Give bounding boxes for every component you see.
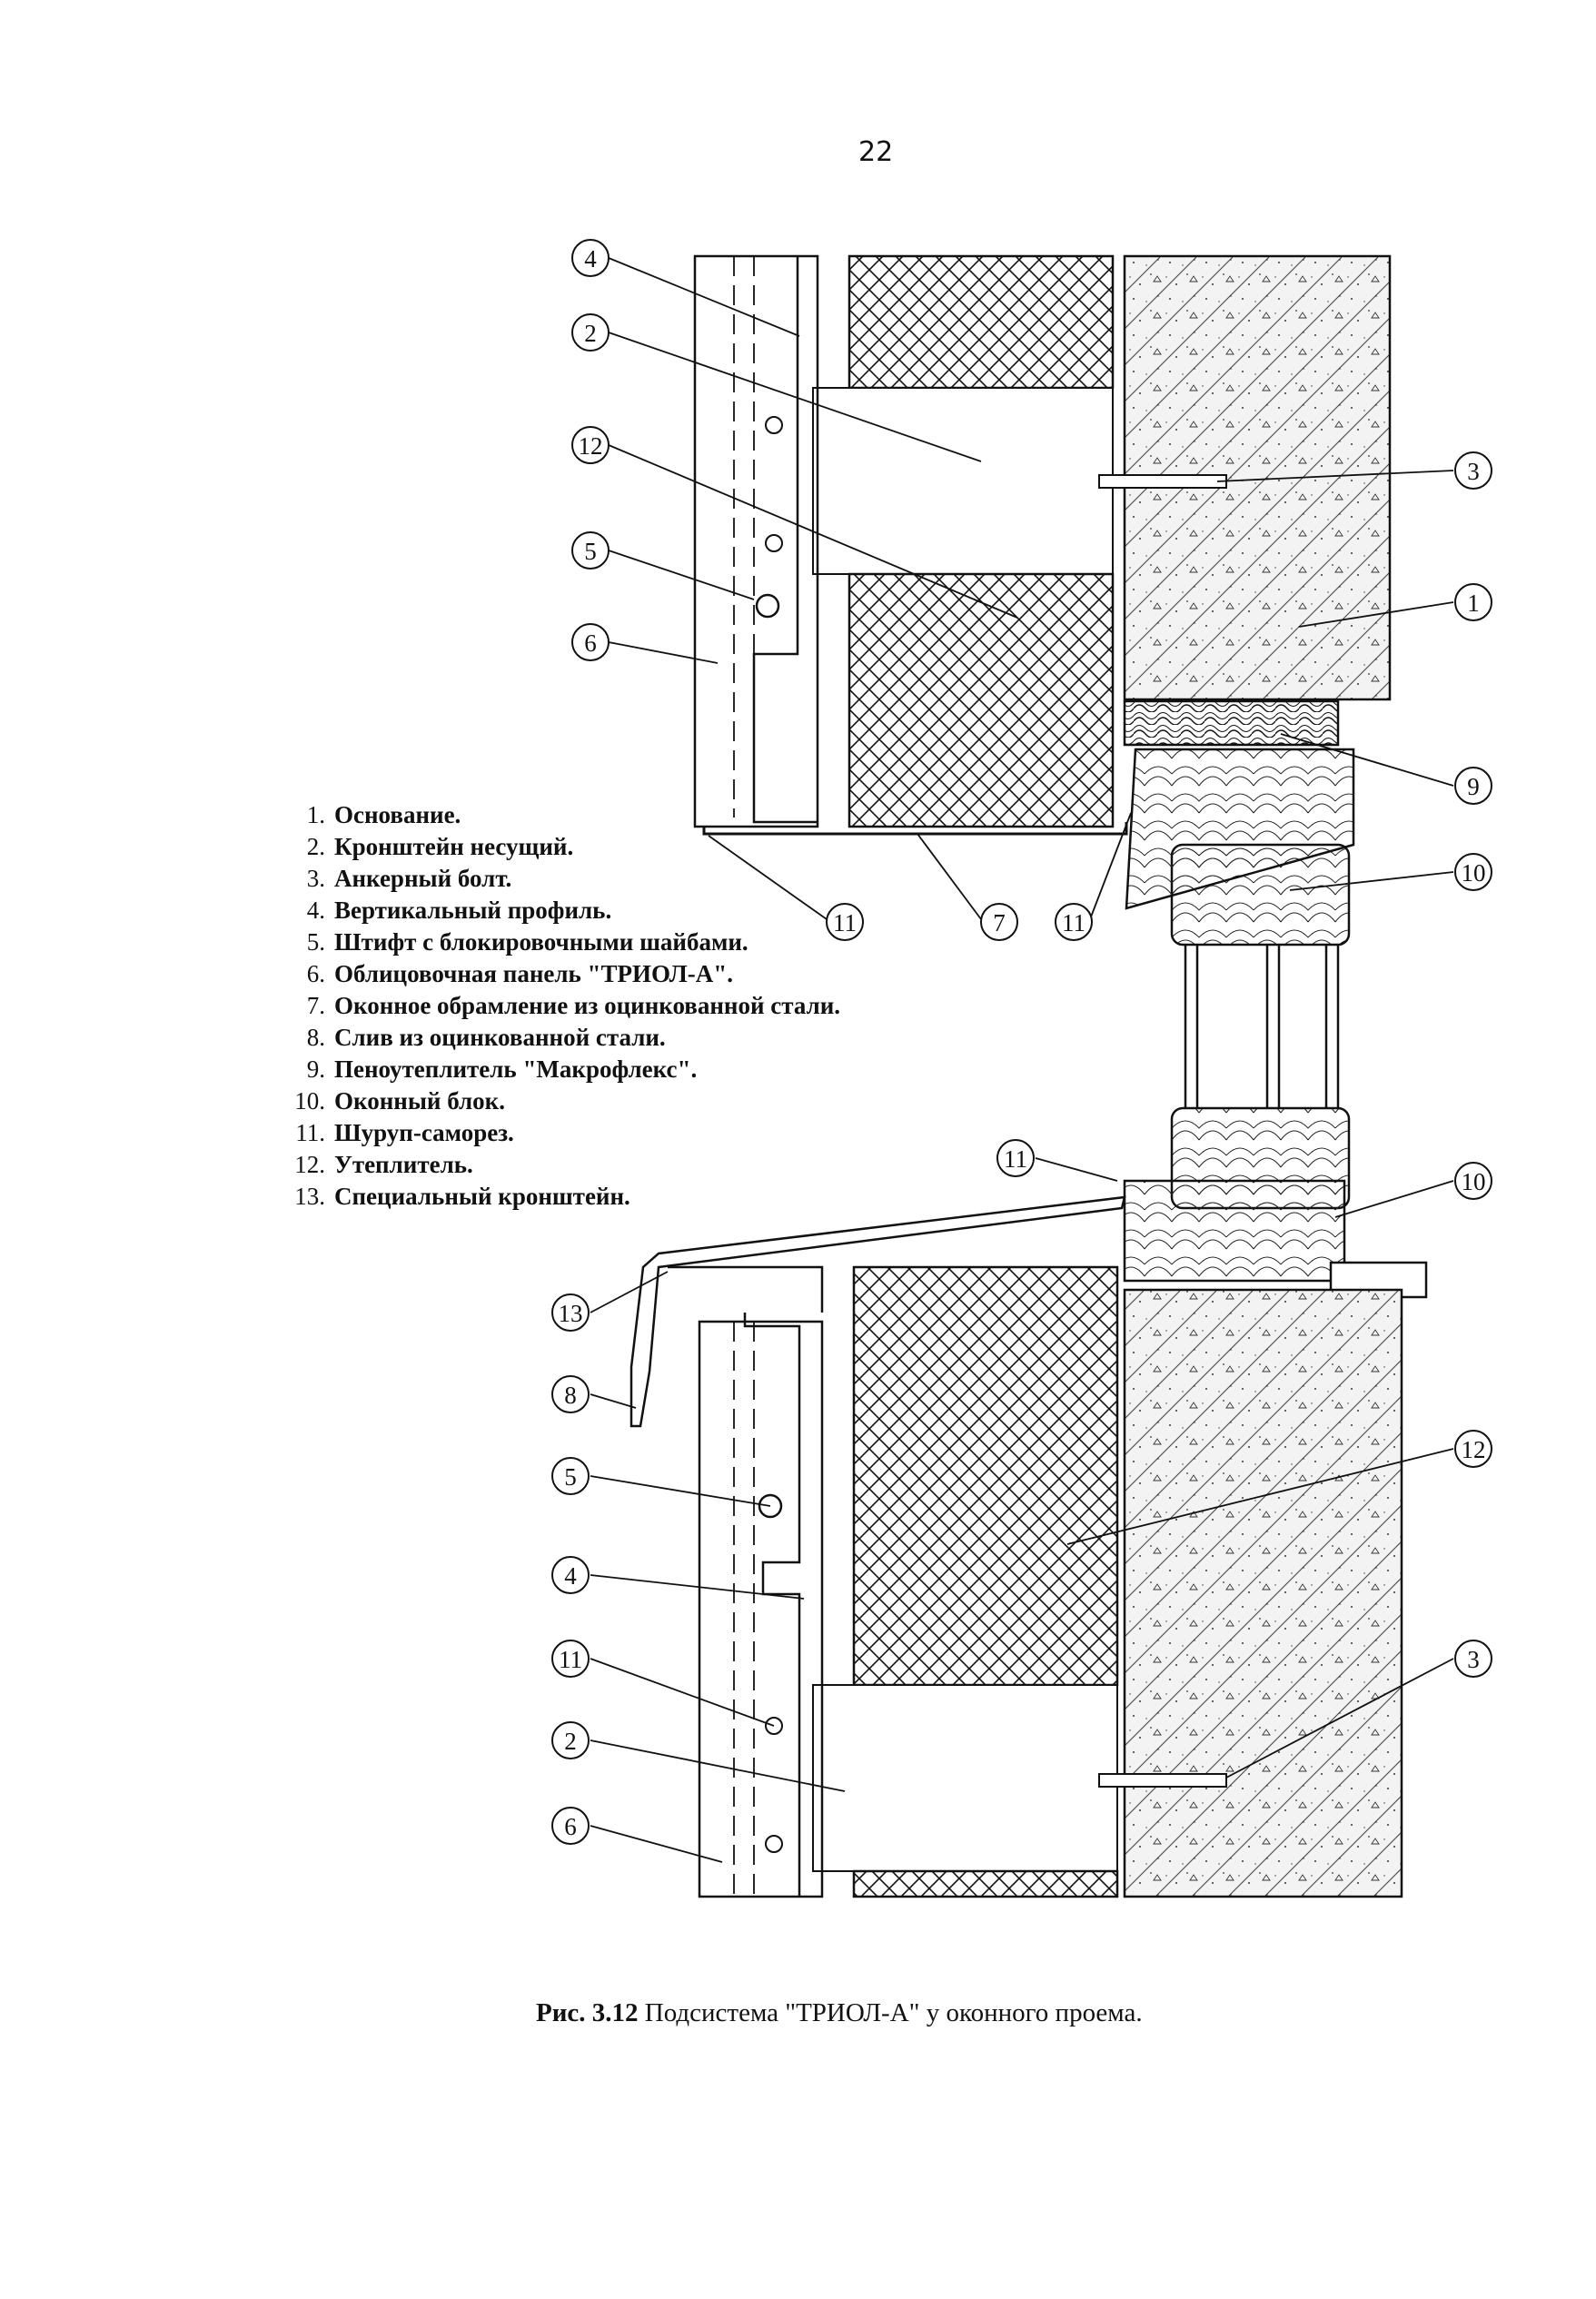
callout-6-lower-num: 6 (564, 1813, 577, 1840)
leader-lines (590, 257, 1454, 1863)
glazing (1184, 945, 1340, 1108)
callouts: 4 2 12 5 6 3 1 9 10 11 7 11 11 10 13 8 1… (551, 239, 1492, 1845)
page-number: 22 (858, 136, 894, 168)
callout-5-lower-num: 5 (564, 1463, 577, 1491)
callout-3-upper-num: 3 (1467, 458, 1480, 485)
concrete-base-lower (1123, 1288, 1403, 1898)
legend-item: 7.Оконное обрамление из оцинкованной ста… (306, 992, 841, 1019)
window-frame-upper (1125, 748, 1355, 910)
callout-11-c: 11 (996, 1139, 1035, 1177)
insulation-lower (852, 1265, 1119, 1687)
callout-6-upper-num: 6 (584, 629, 597, 657)
callout-5-upper-num: 5 (584, 538, 597, 565)
callout-11-b-num: 11 (1062, 909, 1085, 936)
callout-11-b: 11 (1055, 903, 1093, 941)
callout-2-lower: 2 (551, 1721, 590, 1759)
callout-2-lower-num: 2 (564, 1728, 577, 1755)
pin-upper (755, 593, 780, 619)
callout-10-lower: 10 (1454, 1162, 1492, 1200)
callout-9: 9 (1454, 767, 1492, 805)
callout-7: 7 (980, 903, 1018, 941)
window-frame-lower (1123, 1179, 1346, 1283)
bracket-void-lower (812, 1684, 1118, 1872)
pin-washer-upper-2 (765, 534, 783, 552)
callout-6-lower: 6 (551, 1807, 590, 1845)
callout-12-upper-num: 12 (579, 432, 603, 460)
callout-3-lower-num: 3 (1467, 1646, 1480, 1673)
callout-10-upper-num: 10 (1462, 859, 1486, 887)
callout-4-upper: 4 (571, 239, 610, 277)
special-bracket (668, 1265, 824, 1313)
legend-item: 5.Штифт с блокировочными шайбами. (306, 928, 748, 956)
callout-11-a: 11 (826, 903, 864, 941)
callout-9-num: 9 (1467, 773, 1480, 800)
caption-text: Подсистема "ТРИОЛ-А" у оконного проема. (644, 1998, 1143, 2027)
upper-section (693, 254, 1392, 946)
callout-5-upper: 5 (571, 531, 610, 570)
figure-caption: Рис. 3.12 Подсистема "ТРИОЛ-А" у оконног… (536, 1998, 1143, 2028)
callout-5-lower: 5 (551, 1457, 590, 1495)
callout-8-num: 8 (564, 1382, 577, 1409)
legend-item: 1.Основание. (306, 801, 461, 828)
legend-item: 13.Специальный кронштейн. (294, 1183, 630, 1210)
callout-3-upper: 3 (1454, 451, 1492, 490)
callout-10-lower-num: 10 (1462, 1168, 1486, 1195)
legend: 1.Основание. 2.Кронштейн несущий. 3.Анке… (273, 799, 840, 1213)
insulation-lower-strip (852, 1869, 1119, 1898)
callout-1-num: 1 (1467, 590, 1480, 617)
window-frame-flashing (702, 822, 1128, 836)
anchor-bolt-lower (1098, 1773, 1227, 1788)
callout-12-lower: 12 (1454, 1430, 1492, 1468)
callout-4-lower-num: 4 (564, 1562, 577, 1590)
callout-3-lower: 3 (1454, 1640, 1492, 1678)
cladding-panel-upper (693, 254, 819, 828)
callout-12-upper: 12 (571, 426, 610, 464)
anchor-bolt-upper (1098, 474, 1227, 489)
callout-13: 13 (551, 1293, 590, 1332)
legend-item: 6.Облицовочная панель "ТРИОЛ-А". (306, 960, 734, 987)
pin-washer-upper-1 (765, 416, 783, 434)
callout-1: 1 (1454, 583, 1492, 621)
callout-12-lower-num: 12 (1462, 1436, 1486, 1463)
insulation-upper-bottom (848, 572, 1115, 828)
drip-sill (629, 1195, 1126, 1428)
legend-item: 11.Шуруп-саморез. (295, 1119, 514, 1146)
callout-11-d-num: 11 (559, 1646, 582, 1673)
pin-washer-lower-2 (765, 1835, 783, 1853)
caption-label: Рис. 3.12 (536, 1998, 639, 2027)
legend-item: 12.Утеплитель. (294, 1151, 473, 1178)
lower-section (629, 1106, 1428, 1898)
callout-13-num: 13 (559, 1300, 583, 1327)
callout-4-lower: 4 (551, 1556, 590, 1594)
callout-7-num: 7 (993, 909, 1006, 936)
callout-2-upper: 2 (571, 313, 610, 352)
vertical-profile-upper (752, 256, 818, 824)
callout-8: 8 (551, 1375, 590, 1413)
legend-item: 4.Вертикальный профиль. (306, 897, 612, 924)
cladding-panel-lower (698, 1320, 824, 1898)
callout-11-d: 11 (551, 1640, 590, 1678)
callout-10-upper: 10 (1454, 853, 1492, 891)
legend-item: 8.Слив из оцинкованной стали. (306, 1024, 666, 1051)
macroflex-foam (1123, 699, 1340, 747)
callout-11-c-num: 11 (1004, 1145, 1027, 1173)
vertical-profile-lower (743, 1313, 801, 1897)
callout-11-a-num: 11 (833, 909, 857, 936)
legend-item: 10.Оконный блок. (294, 1087, 505, 1115)
callout-6-upper: 6 (571, 623, 610, 661)
legend-item: 2.Кронштейн несущий. (306, 833, 574, 860)
legend-item: 3.Анкерный болт. (306, 865, 512, 892)
callout-4-upper-num: 4 (584, 245, 597, 273)
bracket-void-upper (812, 387, 1114, 575)
insulation-upper-top (848, 254, 1115, 390)
legend-item: 9.Пеноутеплитель "Макрофлекс". (306, 1055, 698, 1083)
callout-2-upper-num: 2 (584, 320, 597, 347)
